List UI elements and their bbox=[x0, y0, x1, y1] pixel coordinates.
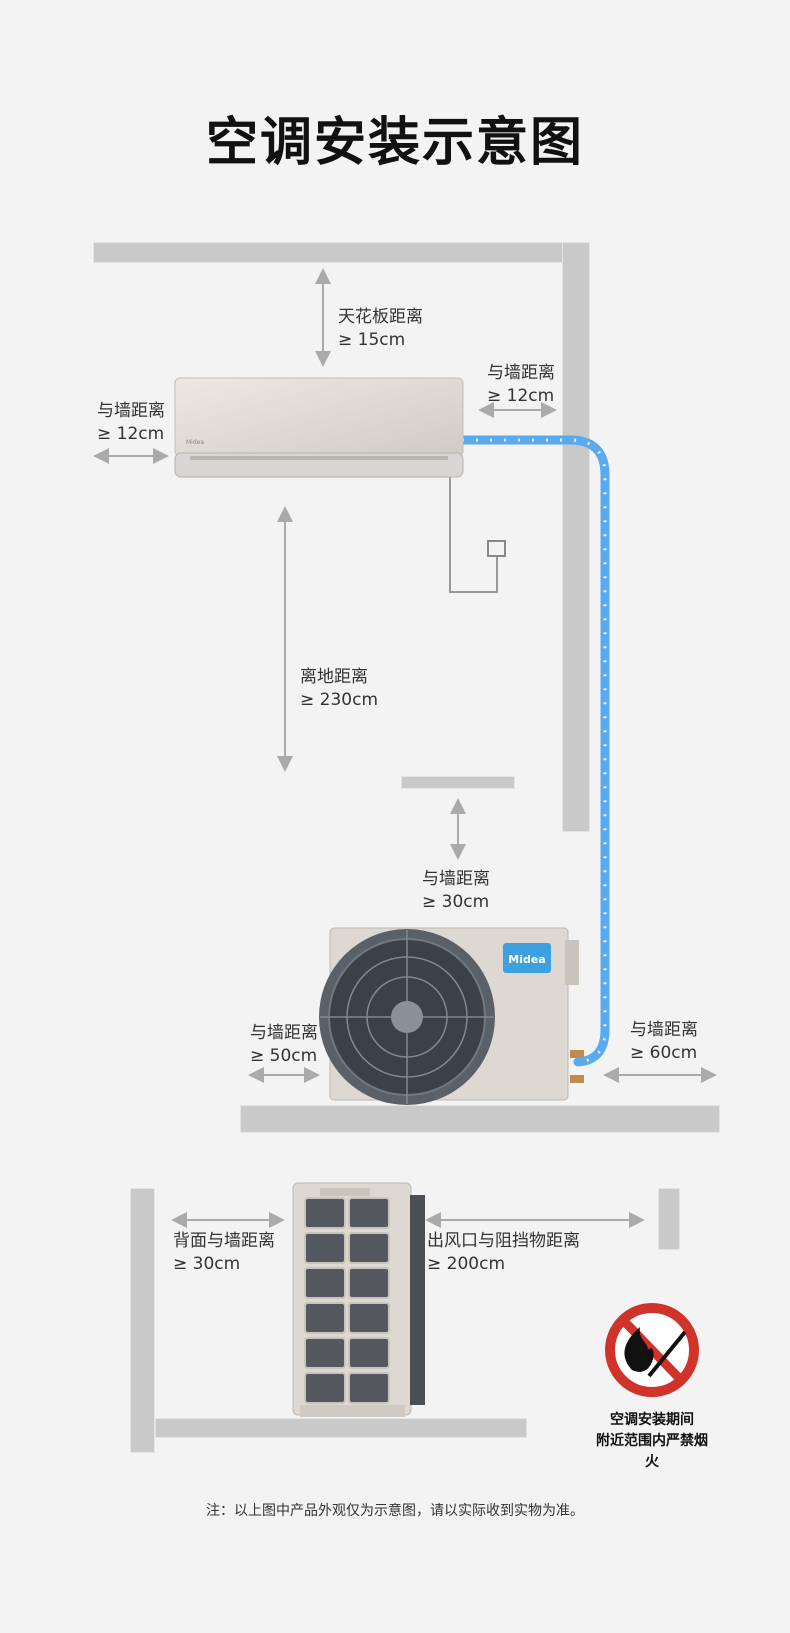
svg-text:Midea: Midea bbox=[186, 439, 204, 446]
outdoor-top-wall-label: 与墙距离 ≥ 30cm bbox=[422, 868, 490, 914]
outdoor-left-wall-label: 与墙距离 ≥ 50cm bbox=[250, 1022, 318, 1068]
label-value: ≥ 15cm bbox=[338, 330, 406, 350]
page-title: 空调安装示意图 bbox=[205, 113, 584, 173]
outlet-obstacle-label: 出风口与阻挡物距离 ≥ 200cm bbox=[427, 1230, 580, 1276]
ground-slab bbox=[240, 1105, 720, 1133]
outdoor-unit-side bbox=[292, 1182, 425, 1417]
flame-icon bbox=[624, 1327, 654, 1372]
grill-panel bbox=[304, 1337, 346, 1369]
grill-panel bbox=[348, 1372, 390, 1404]
grill-panel bbox=[304, 1232, 346, 1264]
grill-panel bbox=[348, 1267, 390, 1299]
side-right-obstacle bbox=[658, 1188, 680, 1250]
grill-panel bbox=[304, 1302, 346, 1334]
label-value: ≥ 200cm bbox=[427, 1254, 506, 1274]
grill-panel bbox=[304, 1372, 346, 1404]
outdoor-unit: Midea bbox=[319, 927, 584, 1105]
grill-panel bbox=[348, 1232, 390, 1264]
label-name: 天花板距离 bbox=[338, 307, 423, 327]
ledge bbox=[401, 776, 515, 789]
match-icon bbox=[647, 1330, 687, 1378]
label-name: 离地距离 bbox=[300, 667, 368, 687]
grill-panel bbox=[304, 1197, 346, 1229]
label-value: ≥ 50cm bbox=[250, 1046, 318, 1066]
refrigerant-pipe bbox=[457, 435, 610, 1067]
indoor-right-wall-label: 与墙距离 ≥ 12cm bbox=[487, 362, 555, 408]
grill-panel bbox=[348, 1197, 390, 1229]
label-value: ≥ 12cm bbox=[487, 386, 555, 406]
warning-line-2: 附近范围内严禁烟火 bbox=[596, 1433, 708, 1470]
right-wall bbox=[562, 242, 590, 832]
no-fire-sign bbox=[605, 1303, 699, 1397]
label-value: ≥ 60cm bbox=[630, 1043, 698, 1063]
label-name: 与墙距离 bbox=[97, 401, 165, 421]
label-name: 与墙距离 bbox=[422, 869, 490, 889]
back-wall-label: 背面与墙距离 ≥ 30cm bbox=[173, 1230, 275, 1276]
label-value: ≥ 30cm bbox=[173, 1254, 241, 1274]
fire-warning-text: 空调安装期间附近范围内严禁烟火 bbox=[592, 1410, 712, 1473]
label-value: ≥ 30cm bbox=[422, 892, 490, 912]
grill-panel bbox=[348, 1302, 390, 1334]
ceiling-distance-label: 天花板距离 ≥ 15cm bbox=[338, 306, 423, 352]
brand-logo: Midea bbox=[508, 953, 545, 966]
floor-distance-label: 离地距离 ≥ 230cm bbox=[300, 666, 378, 712]
warning-line-1: 空调安装期间 bbox=[610, 1412, 694, 1428]
label-name: 与墙距离 bbox=[630, 1020, 698, 1040]
indoor-unit: Midea bbox=[174, 377, 464, 478]
label-value: ≥ 12cm bbox=[97, 424, 165, 444]
label-name: 背面与墙距离 bbox=[173, 1231, 275, 1251]
label-name: 与墙距离 bbox=[487, 363, 555, 383]
side-floor bbox=[155, 1418, 527, 1438]
outdoor-right-wall-label: 与墙距离 ≥ 60cm bbox=[630, 1019, 698, 1065]
grill-panel bbox=[304, 1267, 346, 1299]
label-name: 与墙距离 bbox=[250, 1023, 318, 1043]
footnote: 注：以上图中产品外观仅为示意图，请以实际收到实物为准。 bbox=[206, 1503, 584, 1519]
label-name: 出风口与阻挡物距离 bbox=[427, 1231, 580, 1251]
indoor-left-wall-label: 与墙距离 ≥ 12cm bbox=[97, 400, 165, 446]
side-left-wall bbox=[130, 1188, 155, 1453]
label-value: ≥ 230cm bbox=[300, 690, 379, 710]
power-cable bbox=[449, 476, 506, 593]
grill-panel bbox=[348, 1337, 390, 1369]
